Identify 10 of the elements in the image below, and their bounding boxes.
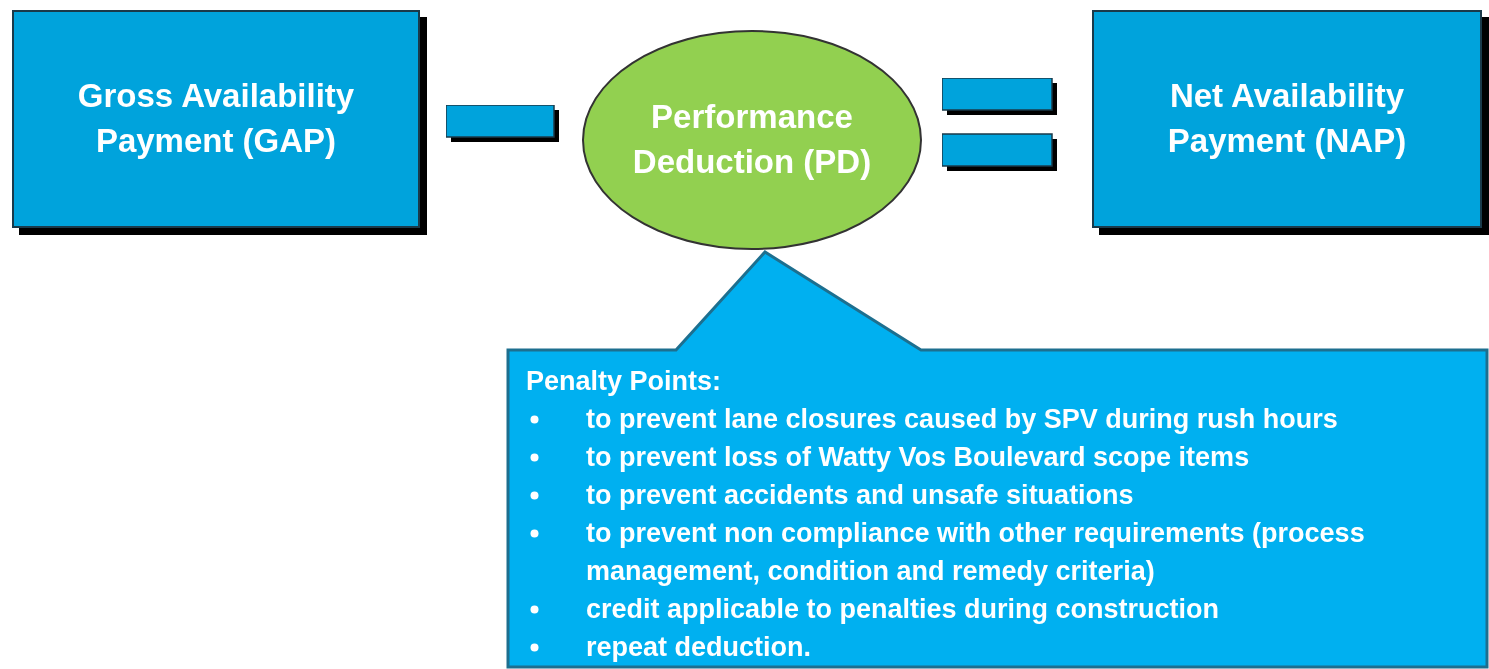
bullet-text: credit applicable to penalties during construction [586,594,1220,624]
node-label: Performance Deduction (PD) [631,97,873,182]
bullet-text: to prevent loss of Watty Vos Boulevard scope items [586,442,1250,472]
bullet-text: to prevent lane closures caused by SPV during rush hours [586,404,1338,434]
callout-heading: Penalty Points: [526,365,722,398]
node-label: Gross Availability Payment (GAP) [76,76,356,161]
bullet-text: to prevent non compliance with other requirements (process management, condition and remedy criteria) [586,518,1365,586]
node-label: Net Availability Payment (NAP) [1166,76,1408,161]
bullet-text: repeat deduction. [586,632,812,662]
bullet-text: to prevent accidents and unsafe situations [586,480,1134,510]
